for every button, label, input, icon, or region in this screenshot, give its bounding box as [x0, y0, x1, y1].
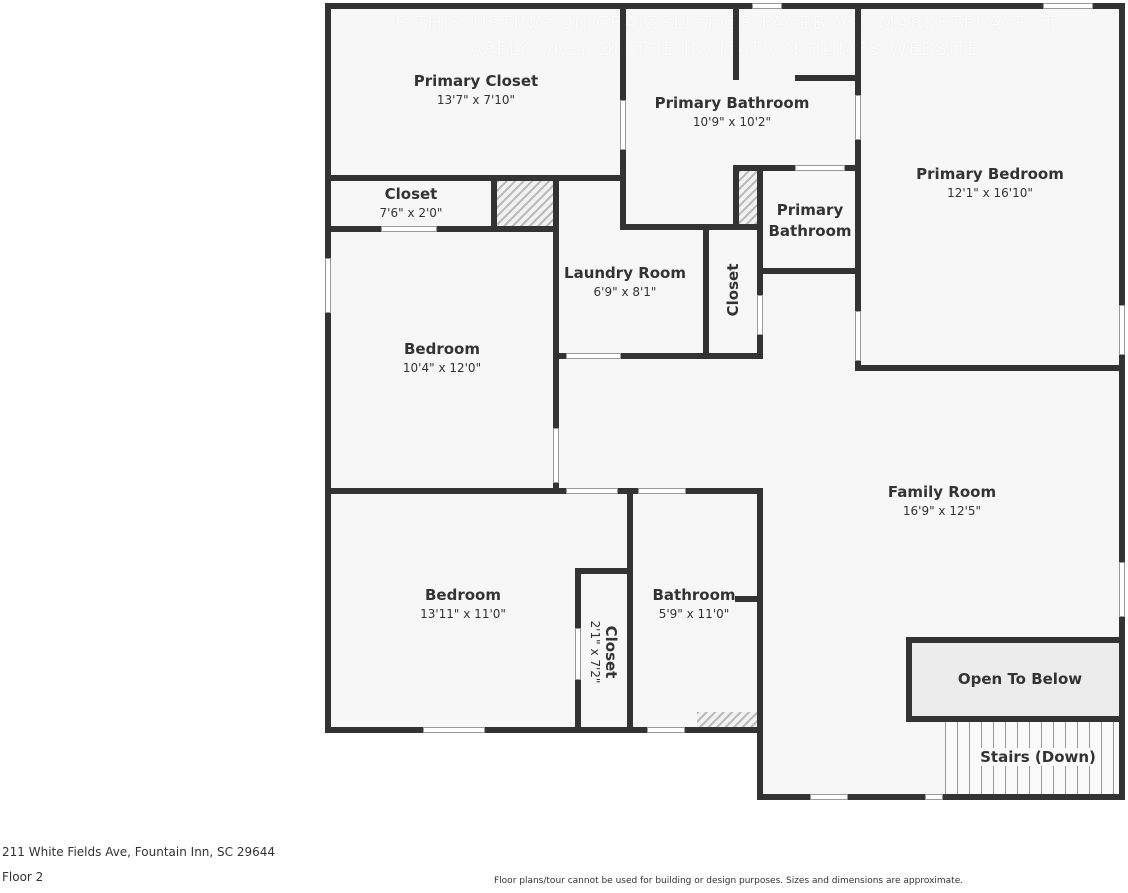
hatched-shaft [739, 171, 757, 224]
open-to-below-area [906, 637, 1125, 722]
room-primary-bathroom-2: Primary Bathroom [768, 201, 852, 240]
room-open-to-below: Open To Below [957, 670, 1083, 688]
room-closet-laundry: Closet [724, 263, 742, 317]
address: 211 White Fields Ave, Fountain Inn, SC 2… [2, 845, 276, 859]
room-stairs: Stairs (Down) [978, 748, 1098, 766]
hatched-shaft [697, 712, 757, 727]
disclaimer: Floor plans/tour cannot be used for buil… [494, 876, 964, 886]
floor-label: Floor 2 [2, 870, 44, 884]
hatched-shaft [497, 181, 553, 226]
